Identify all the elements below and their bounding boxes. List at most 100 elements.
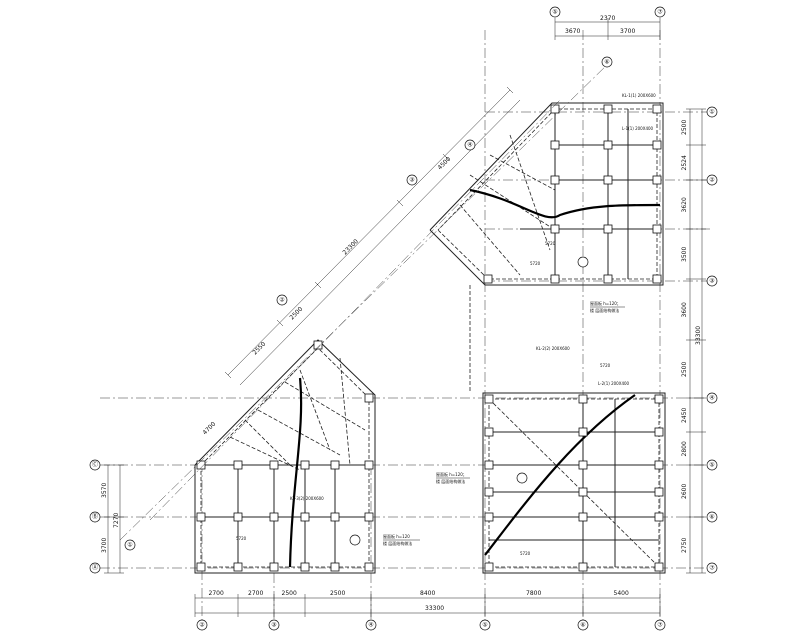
column bbox=[654, 427, 664, 437]
column bbox=[603, 140, 613, 150]
top-dimension: 3700 bbox=[620, 28, 635, 35]
column bbox=[484, 512, 494, 522]
column bbox=[654, 460, 664, 470]
slab-note: 屋面板 h=120 bbox=[383, 533, 410, 539]
curved-beam bbox=[484, 394, 636, 556]
right-dimension: 2500 bbox=[681, 362, 688, 377]
left-axis-bubble-label: Ⓑ bbox=[92, 513, 98, 521]
bottom-axis-bubble-label: ⑥ bbox=[580, 622, 585, 629]
axis-bubble-label: ① bbox=[127, 542, 132, 549]
right-axis-bubble bbox=[706, 174, 718, 186]
right-dimension: 2524 bbox=[681, 155, 688, 170]
upper-right-inner bbox=[437, 108, 658, 280]
column bbox=[603, 274, 613, 284]
left-axis-bubble bbox=[89, 562, 101, 574]
lower-right-outline bbox=[482, 392, 666, 574]
left-dimension: 3700 bbox=[101, 538, 108, 553]
top-axis-bubble-label: ⑦ bbox=[657, 9, 663, 16]
right-axis-bubble-label: ⑤ bbox=[709, 462, 714, 469]
column bbox=[603, 104, 613, 114]
room-mark: 5720 bbox=[545, 241, 556, 246]
diagonal-dimension bbox=[239, 99, 521, 386]
axis-bubble-label: ④ bbox=[467, 142, 472, 149]
column bbox=[578, 427, 588, 437]
tick bbox=[276, 319, 284, 327]
column bbox=[330, 460, 340, 470]
column bbox=[550, 274, 560, 284]
tick bbox=[314, 281, 322, 289]
top-dimension: 3670 bbox=[565, 28, 580, 35]
beam bbox=[229, 436, 301, 471]
column bbox=[484, 562, 494, 572]
beam-tag: L-2(1) 200X400 bbox=[598, 381, 630, 386]
right-axis-bubble bbox=[706, 106, 718, 118]
bottom-axis-bubble-label: ⑦ bbox=[657, 622, 663, 629]
axis-bubble bbox=[124, 539, 136, 551]
column bbox=[603, 224, 613, 234]
column bbox=[550, 104, 560, 114]
column bbox=[654, 562, 664, 572]
plan-marker bbox=[577, 256, 589, 268]
right-axis-bubble bbox=[706, 562, 718, 574]
diagonal-axis bbox=[149, 99, 561, 521]
bottom-axis-bubble bbox=[268, 619, 280, 631]
column bbox=[233, 562, 243, 572]
right-axis-bubble bbox=[706, 275, 718, 287]
diagonal-dimension: 23300 bbox=[341, 238, 360, 257]
right-dimension: 2500 bbox=[681, 120, 688, 135]
column bbox=[550, 140, 560, 150]
diagonal-beam bbox=[488, 398, 660, 568]
column bbox=[330, 562, 340, 572]
right-axis-bubble bbox=[706, 459, 718, 471]
beam-tag: KL-3(2) 200X600 bbox=[290, 496, 324, 501]
column bbox=[578, 460, 588, 470]
lower-left-inner bbox=[200, 347, 370, 568]
column bbox=[484, 427, 494, 437]
right-axis-bubble bbox=[706, 511, 718, 523]
bottom-dimension: 2500 bbox=[282, 590, 297, 597]
right-axis-bubble-label: ① bbox=[709, 109, 714, 116]
column bbox=[233, 512, 243, 522]
column bbox=[578, 487, 588, 497]
bottom-axis-bubble-label: ③ bbox=[271, 622, 276, 629]
axis-bubble bbox=[464, 139, 476, 151]
diagonal-dimension: 2500 bbox=[288, 306, 304, 322]
beam bbox=[299, 369, 331, 451]
bottom-axis-bubble bbox=[365, 619, 377, 631]
column bbox=[364, 512, 374, 522]
column bbox=[603, 175, 613, 185]
column bbox=[652, 274, 662, 284]
tick bbox=[442, 153, 450, 161]
bottom-dimension: 2700 bbox=[209, 590, 224, 597]
curved-beam bbox=[288, 377, 303, 568]
bottom-total: 33300 bbox=[425, 605, 444, 612]
top-total: 2370 bbox=[600, 15, 615, 22]
top-axis-bubble bbox=[654, 6, 666, 18]
column bbox=[652, 104, 662, 114]
column bbox=[484, 394, 494, 404]
tick bbox=[506, 86, 514, 94]
column bbox=[300, 512, 310, 522]
column bbox=[578, 562, 588, 572]
right-axis-bubble-label: ② bbox=[709, 177, 715, 184]
beam bbox=[489, 154, 556, 191]
bottom-axis-bubble bbox=[577, 619, 589, 631]
diagonal-dimension: 4500 bbox=[436, 156, 452, 172]
tick bbox=[224, 371, 232, 379]
beam bbox=[459, 204, 521, 276]
bottom-dimension: 8400 bbox=[420, 590, 435, 597]
column bbox=[364, 393, 374, 403]
column bbox=[652, 175, 662, 185]
column bbox=[654, 512, 664, 522]
column bbox=[654, 487, 664, 497]
left-axis-bubble-label: Ⓒ bbox=[92, 461, 98, 469]
room-mark: 5720 bbox=[600, 363, 611, 368]
left-axis-bubble bbox=[89, 511, 101, 523]
top-axis-bubble-label: ⑤ bbox=[552, 9, 557, 16]
right-axis-bubble-label: ③ bbox=[709, 278, 714, 285]
column bbox=[652, 224, 662, 234]
slab-note: 屋面板 h=120； bbox=[436, 471, 467, 477]
lower-right-inner bbox=[488, 398, 660, 568]
right-dimension: 3500 bbox=[681, 247, 688, 262]
beam bbox=[284, 381, 366, 431]
